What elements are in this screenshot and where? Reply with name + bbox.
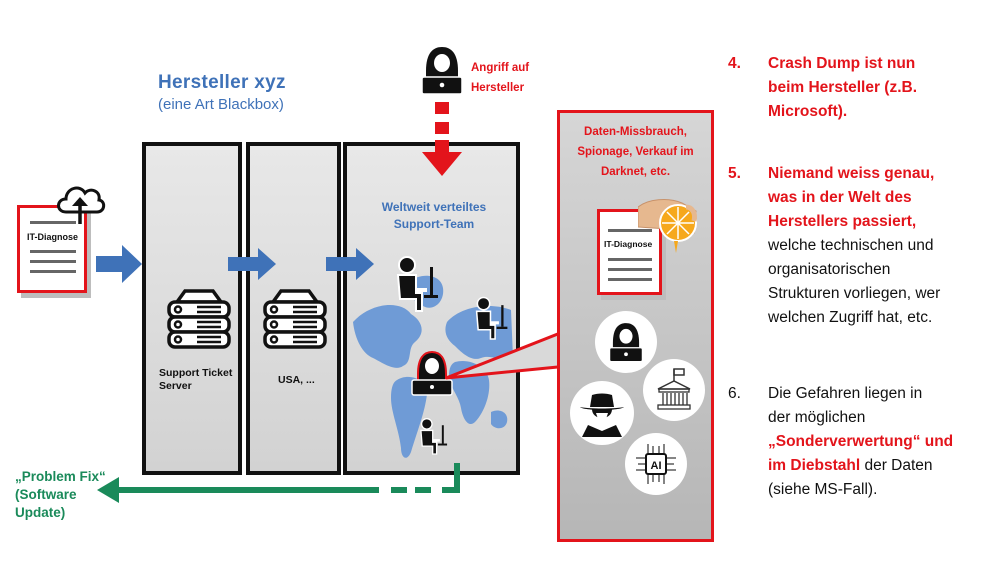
cloud-upload-icon [57, 186, 106, 224]
spy-icon [580, 393, 624, 437]
manufacturer-title: Hersteller xyz [158, 72, 286, 93]
flow-arrow-2 [228, 248, 276, 280]
hacker-icon [411, 350, 453, 396]
support-worker-icon [420, 418, 448, 455]
support-ticket-server-label: Support Ticket Server [159, 367, 233, 392]
misuse-text: Daten-Missbrauch, Spionage, Verkauf im D… [577, 126, 694, 178]
government-building-icon [657, 368, 691, 410]
spy-circle [570, 381, 634, 445]
input-document: IT-Diagnose [17, 205, 87, 293]
support-team-label: Weltweit verteiltes Support-Team [381, 200, 487, 231]
fix-label: „Problem Fix“ (Software Update) [15, 469, 106, 520]
hacker-circle [595, 311, 657, 373]
fix-arrow [97, 463, 460, 503]
misuse-box: Daten-Missbrauch, Spionage, Verkauf im D… [557, 110, 714, 542]
manufacturer-subtitle: (eine Art Blackbox) [158, 96, 284, 113]
support-worker-icon [475, 296, 508, 340]
attack-arrow [422, 102, 462, 176]
ai-chip-icon: AI [636, 444, 676, 484]
usa-label: USA, ... [278, 374, 315, 386]
ai-circle: AI [625, 433, 687, 495]
government-circle [643, 359, 705, 421]
attack-hacker-icon [421, 47, 463, 95]
ai-chip-label: AI [651, 460, 662, 472]
flow-arrow-1 [96, 245, 142, 283]
flow-arrow-3 [326, 248, 374, 280]
callout-pointer [445, 327, 570, 380]
input-document-label: IT-Diagnose [27, 232, 79, 242]
server-stack-icon [167, 289, 231, 349]
hacker-icon [609, 323, 643, 363]
misuse-document-label: IT-Diagnose [604, 239, 653, 249]
support-worker-icon [396, 256, 438, 312]
squeezed-orange-hand-icon [638, 199, 697, 253]
server-stack-icon [263, 289, 327, 349]
attack-label: Angriff auf Hersteller [471, 62, 530, 94]
